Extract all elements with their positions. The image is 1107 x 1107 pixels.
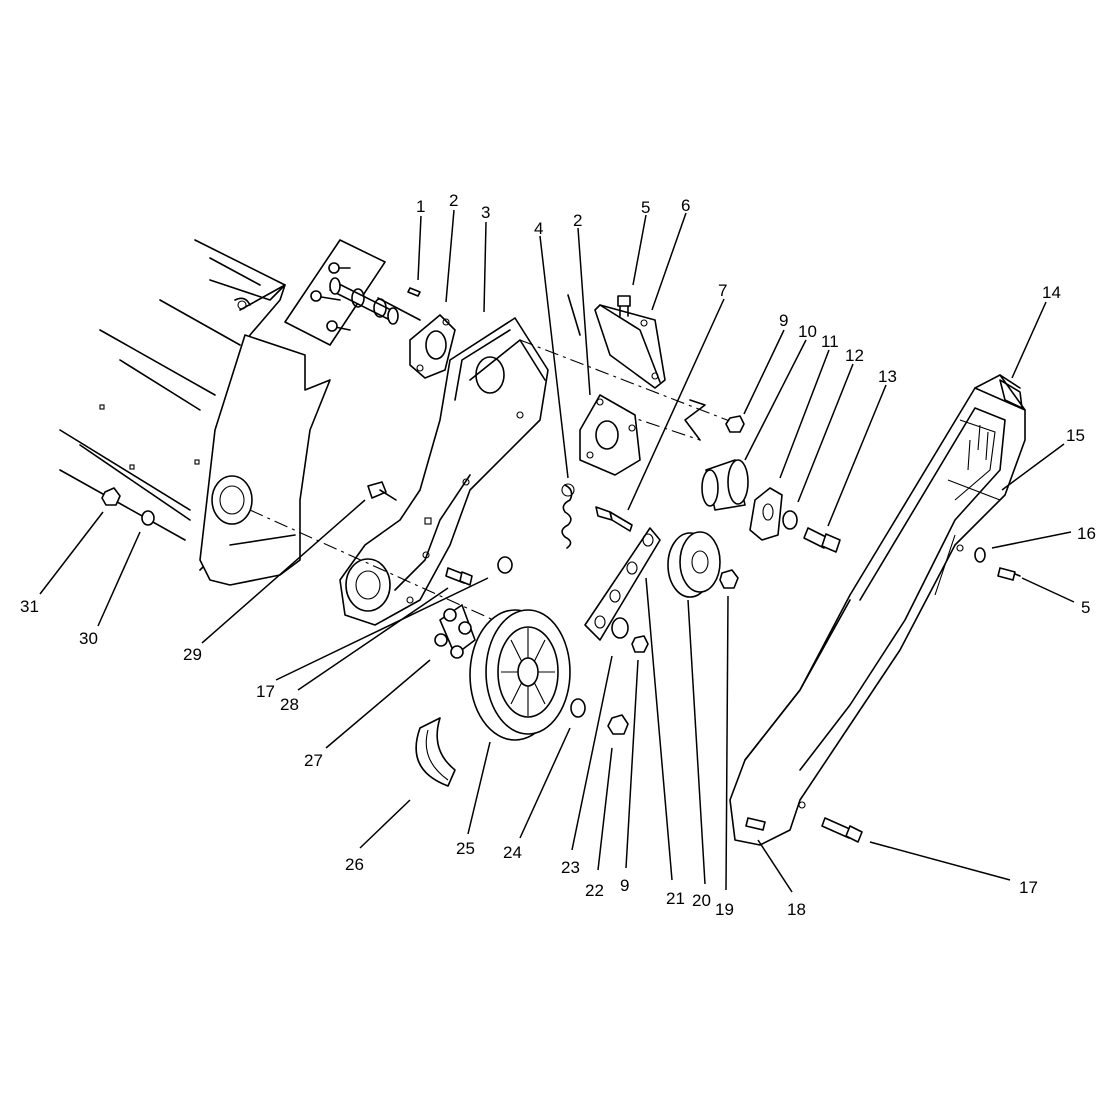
chain-link bbox=[434, 604, 476, 659]
callout-c3: 3 bbox=[481, 203, 490, 222]
callout-c15: 15 bbox=[1066, 426, 1085, 445]
idler-arm bbox=[584, 527, 661, 641]
callout-c2b: 2 bbox=[573, 211, 582, 230]
mounting-bracket bbox=[567, 294, 666, 389]
washer-middle bbox=[497, 556, 513, 574]
callout-c29: 29 bbox=[183, 645, 202, 664]
nut-pulley bbox=[719, 569, 739, 589]
spacer-hub bbox=[701, 459, 749, 511]
callout-c9a: 9 bbox=[779, 311, 788, 330]
callout-c27: 27 bbox=[304, 751, 323, 770]
bolt-cover bbox=[997, 567, 1021, 581]
nut-pulley-lower bbox=[607, 714, 629, 735]
bolt-top bbox=[617, 295, 631, 317]
callout-c19: 19 bbox=[715, 900, 734, 919]
callout-c16: 16 bbox=[1077, 524, 1096, 543]
bolt-middle bbox=[445, 567, 473, 586]
callout-c4: 4 bbox=[534, 219, 543, 238]
callout-c28: 28 bbox=[280, 695, 299, 714]
nut-frame bbox=[101, 487, 121, 506]
callout-c23: 23 bbox=[561, 858, 580, 877]
belt-cover bbox=[729, 374, 1026, 846]
washer-cover bbox=[974, 547, 986, 563]
leader-lines bbox=[39, 209, 1075, 893]
bolt-long bbox=[821, 817, 863, 843]
shoulder-bolt bbox=[595, 506, 633, 532]
idler-pulley bbox=[667, 531, 721, 598]
callout-c20: 20 bbox=[692, 891, 711, 910]
nut-top bbox=[725, 415, 745, 433]
bolt-axle bbox=[803, 527, 841, 553]
side-plate-inner bbox=[339, 317, 549, 626]
callout-c14: 14 bbox=[1042, 283, 1061, 302]
shaft-kit-inset bbox=[284, 239, 421, 346]
callout-c2a: 2 bbox=[449, 191, 458, 210]
centreline-mid bbox=[594, 404, 701, 441]
callout-c21: 21 bbox=[666, 889, 685, 908]
carriage-bolt bbox=[367, 481, 397, 501]
flange-bearing-left bbox=[409, 314, 456, 379]
callout-c9b: 9 bbox=[620, 876, 629, 895]
callout-c6: 6 bbox=[681, 196, 690, 215]
callout-c18: 18 bbox=[787, 900, 806, 919]
callout-c7: 7 bbox=[718, 281, 727, 300]
callout-c13: 13 bbox=[878, 367, 897, 386]
callout-c12: 12 bbox=[845, 346, 864, 365]
callout-c1: 1 bbox=[416, 197, 425, 216]
callout-c26: 26 bbox=[345, 855, 364, 874]
washer-small bbox=[782, 510, 798, 530]
callout-c24: 24 bbox=[503, 843, 522, 862]
callout-c5b: 5 bbox=[1081, 598, 1090, 617]
callout-c5a: 5 bbox=[641, 198, 650, 217]
callout-c17b: 17 bbox=[1019, 878, 1038, 897]
centreline-upper bbox=[519, 339, 741, 426]
callout-c25: 25 bbox=[456, 839, 475, 858]
callout-labels: 1 2 3 4 2 5 6 7 9 10 11 12 13 14 15 16 5… bbox=[20, 191, 1096, 919]
nut-arm bbox=[631, 635, 649, 653]
flange-washer bbox=[749, 487, 783, 541]
callout-c22: 22 bbox=[585, 881, 604, 900]
callout-c30: 30 bbox=[79, 629, 98, 648]
callout-c11: 11 bbox=[821, 332, 839, 351]
tension-spring bbox=[561, 483, 575, 549]
drive-pulley bbox=[469, 609, 571, 741]
callout-c10: 10 bbox=[798, 322, 817, 341]
belt-segment bbox=[415, 717, 456, 787]
frame-housing bbox=[59, 239, 331, 586]
callout-c31: 31 bbox=[20, 597, 39, 616]
flange-bearing-right bbox=[579, 394, 641, 476]
callout-c17a: 17 bbox=[256, 682, 275, 701]
washer-frame bbox=[141, 510, 155, 526]
break-mark bbox=[684, 399, 706, 441]
washer-pulley bbox=[570, 698, 586, 718]
washer-arm bbox=[611, 617, 629, 639]
bolt-cover-lower bbox=[745, 817, 766, 831]
